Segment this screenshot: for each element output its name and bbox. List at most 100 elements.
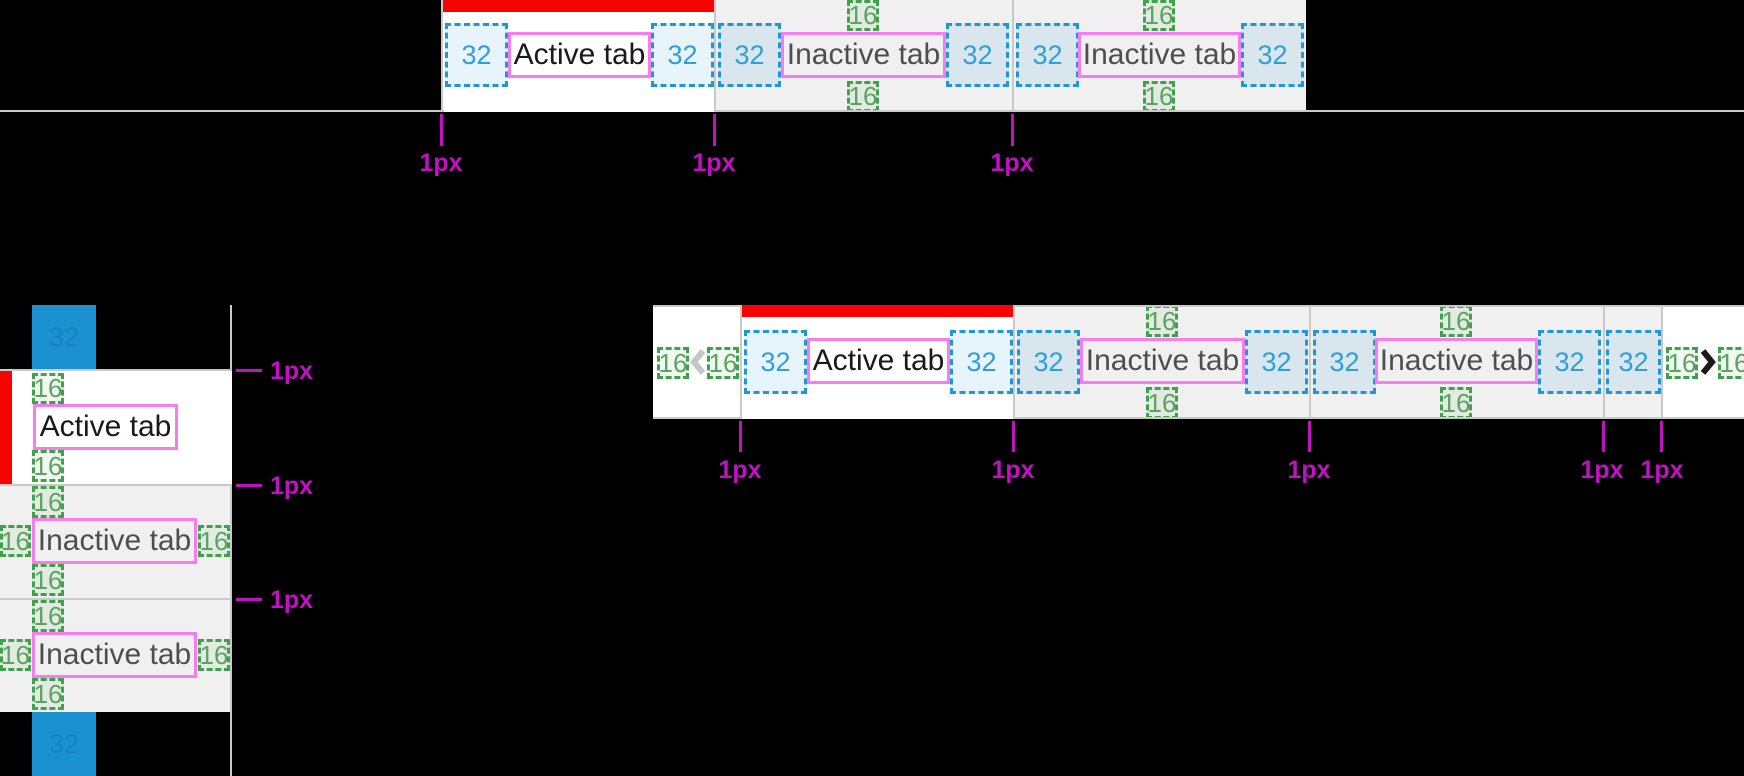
tab-label-bounds: Active tab xyxy=(508,32,651,78)
border-width-label: 1px xyxy=(1287,456,1331,484)
border-width-label: 1px xyxy=(270,357,314,385)
h-padding-16-box: 16 xyxy=(198,639,230,671)
v-padding-16-box: 16 xyxy=(32,678,64,710)
border-callout-line xyxy=(739,421,742,452)
border-callout-line xyxy=(1011,114,1014,146)
border-width-label: 1px xyxy=(1640,456,1684,484)
h-padding-32-box: 32 xyxy=(1313,330,1376,394)
tab-bar-baseline xyxy=(653,417,742,419)
border-callout-line xyxy=(1308,421,1311,452)
border-width-label: 1px xyxy=(990,149,1034,177)
active-tab-accent-bar xyxy=(0,371,12,484)
tab-border xyxy=(0,484,232,486)
h-padding-32-box: 32 xyxy=(651,23,714,87)
border-callout-line xyxy=(236,598,262,601)
tab-divider xyxy=(1013,305,1015,419)
spacer-32-block: 32 xyxy=(32,305,96,369)
tab-divider xyxy=(740,305,742,419)
v-padding-16-box: 16 xyxy=(32,600,64,632)
border-callout-line xyxy=(1012,421,1015,452)
v-padding-16-box: 16 xyxy=(847,0,879,31)
tab-label-bounds: Inactive tab xyxy=(1078,32,1241,78)
border-width-label: 1px xyxy=(991,456,1035,484)
border-callout-line xyxy=(713,114,716,146)
vertical-tab-bar: 32 16 Active tab 16 16 16 Inactive tab 1… xyxy=(0,280,340,776)
v-padding-16-box: 16 xyxy=(1146,387,1178,419)
border-width-label: 1px xyxy=(692,149,736,177)
tab-list-border xyxy=(230,484,232,776)
v-padding-16-box: 16 xyxy=(32,450,64,482)
border-width-label: 1px xyxy=(1580,456,1624,484)
h-padding-32-box: 32 xyxy=(445,23,508,87)
h-padding-16-box: 16 xyxy=(1666,347,1698,379)
border-width-label: 1px xyxy=(270,586,314,614)
tab-border xyxy=(0,369,232,371)
h-padding-16-box: 16 xyxy=(0,525,31,557)
tab-inactive[interactable]: 16 16 Inactive tab 16 16 xyxy=(0,486,232,598)
chevron-right-icon xyxy=(1700,349,1716,375)
tab-bar-baseline xyxy=(1013,417,1744,419)
tab-active[interactable]: 16 Active tab 16 xyxy=(0,371,232,484)
v-padding-16-box: 16 xyxy=(847,81,879,112)
tab-inactive[interactable]: 16 32 Inactive tab 32 16 xyxy=(1311,305,1603,419)
border-callout-line xyxy=(236,484,262,487)
tab-bar-baseline xyxy=(714,110,1744,112)
border-width-label: 1px xyxy=(718,456,762,484)
tab-bar-baseline xyxy=(0,110,444,112)
h-padding-16-box: 16 xyxy=(198,525,230,557)
tab-list-border xyxy=(230,305,232,371)
border-callout-line xyxy=(236,369,262,372)
tab-bar-top-border xyxy=(1013,305,1744,307)
h-padding-32-box: 32 xyxy=(744,330,807,394)
tab-label-bounds: Inactive tab xyxy=(1375,338,1538,384)
tab-divider xyxy=(1309,305,1311,419)
tab-active[interactable]: 32 Active tab 32 xyxy=(742,305,1013,419)
v-padding-16-box: 16 xyxy=(1440,387,1472,419)
scrollable-tab-bar: 16 16 32 Active tab 32 16 32 Inactive ta… xyxy=(0,305,1744,485)
chevron-left-icon xyxy=(690,349,706,375)
tab-border xyxy=(0,598,232,600)
h-padding-32-box: 32 xyxy=(1606,330,1661,394)
tab-label-bounds: Active tab xyxy=(33,404,178,450)
h-padding-16-box: 16 xyxy=(657,347,689,379)
v-padding-16-box: 16 xyxy=(1146,305,1178,337)
h-padding-32-box: 32 xyxy=(1245,330,1308,394)
h-padding-32-box: 32 xyxy=(950,330,1013,394)
border-callout-line xyxy=(1660,421,1663,452)
spacer-32-block: 32 xyxy=(32,712,96,776)
v-padding-16-box: 16 xyxy=(1143,0,1175,31)
tab-inactive[interactable]: 16 32 Inactive tab 32 16 xyxy=(716,0,1012,112)
tab-divider xyxy=(1012,0,1014,112)
h-padding-16-box: 16 xyxy=(1718,347,1744,379)
h-padding-32-box: 32 xyxy=(718,23,781,87)
h-padding-32-box: 32 xyxy=(946,23,1009,87)
border-width-label: 1px xyxy=(419,149,463,177)
v-padding-16-box: 16 xyxy=(32,486,64,518)
tab-overflow-clipped[interactable]: 32 xyxy=(1605,305,1661,419)
active-tab-accent-bar xyxy=(443,0,714,12)
tab-label-bounds: Inactive tab xyxy=(781,32,946,78)
tab-bar-top-border xyxy=(653,305,742,307)
tab-divider xyxy=(714,0,716,112)
scroll-left-button[interactable]: 16 16 xyxy=(653,305,740,419)
tab-divider xyxy=(1603,305,1605,419)
h-padding-16-box: 16 xyxy=(0,639,31,671)
tab-label-bounds: Inactive tab xyxy=(32,632,197,678)
v-padding-16-box: 16 xyxy=(32,564,64,596)
h-padding-32-box: 32 xyxy=(1241,23,1304,87)
tab-label-bounds: Inactive tab xyxy=(32,518,197,564)
scroll-right-button[interactable]: 16 16 xyxy=(1663,305,1744,419)
h-padding-16-box: 16 xyxy=(707,347,739,379)
top-tab-bar: 32 Active tab 32 16 32 Inactive tab 32 1… xyxy=(0,0,1744,180)
h-padding-32-box: 32 xyxy=(1016,23,1079,87)
tab-inactive[interactable]: 16 32 Inactive tab 32 16 xyxy=(1015,305,1309,419)
border-callout-line xyxy=(440,114,443,146)
tab-label-bounds: Inactive tab xyxy=(1080,338,1245,384)
tab-inactive[interactable]: 16 16 Inactive tab 16 16 xyxy=(0,600,232,712)
v-padding-16-box: 16 xyxy=(1143,81,1175,112)
tab-inactive[interactable]: 16 32 Inactive tab 32 16 xyxy=(1014,0,1306,112)
active-tab-accent-bar xyxy=(742,305,1013,317)
v-padding-16-box: 16 xyxy=(1440,305,1472,337)
tab-active[interactable]: 32 Active tab 32 xyxy=(441,0,714,112)
